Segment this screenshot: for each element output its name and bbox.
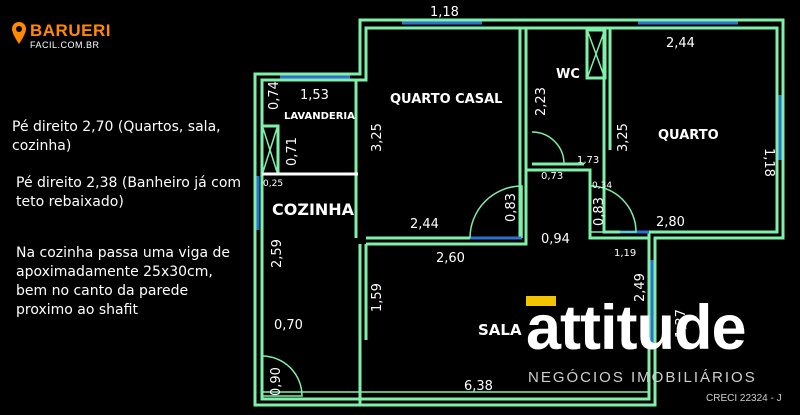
dim-label: 1,53 xyxy=(300,88,329,103)
door-swing-quarto xyxy=(589,185,637,233)
brand-subtitle: NEGÓCIOS IMOBILIÁRIOS xyxy=(528,369,757,386)
room-quarto: QUARTO xyxy=(658,128,719,143)
wall-wc-bottom xyxy=(526,168,649,240)
dim-label: 0,83 xyxy=(592,197,607,226)
dim-label: 1,73 xyxy=(577,155,599,166)
map-pin-icon xyxy=(12,22,26,44)
outer-wall-inner xyxy=(260,26,779,401)
dim-label: 0,83 xyxy=(504,193,519,222)
outer-wall xyxy=(253,18,785,407)
note-ceiling-height: Pé direito 2,70 (Quartos, sala, cozinha) xyxy=(12,119,221,154)
door-swing-wc xyxy=(531,131,565,165)
dim-label: 0,94 xyxy=(541,232,570,247)
dim-label: 2,44 xyxy=(666,36,695,51)
dim-label: 2,80 xyxy=(656,215,685,230)
dim-label: 2,23 xyxy=(534,87,549,116)
note-bathroom-ceiling: Pé direito 2,38 (Banheiro já com teto re… xyxy=(16,175,242,210)
room-sala: SALA xyxy=(478,321,522,339)
dim-label: 2,49 xyxy=(633,273,648,302)
dim-label: 0,90 xyxy=(269,367,284,396)
dim-label: 1,18 xyxy=(430,5,459,20)
barueri-logo: BARUERI FACIL.COM.BR xyxy=(12,22,111,50)
dim-label: 6,38 xyxy=(464,379,493,394)
note-kitchen-beam: Na cozinha passa uma viga de apoximadame… xyxy=(16,245,230,318)
door-swing-entrance xyxy=(261,355,303,397)
dim-label: 3,25 xyxy=(370,123,385,152)
logo-name: BARUERI xyxy=(30,21,111,40)
dim-label: 0,74 xyxy=(267,81,282,110)
dim-label: 2,59 xyxy=(270,239,285,268)
shaft-lav-cross xyxy=(262,127,278,173)
room-wc: WC xyxy=(556,67,580,82)
brand-creci: CRECI 22324 - J xyxy=(706,393,782,404)
dim-label: 0,70 xyxy=(274,318,303,333)
dim-label: 2,44 xyxy=(410,217,439,232)
dim-label: 0,73 xyxy=(541,171,563,182)
logo-sub: FACIL.COM.BR xyxy=(30,40,100,50)
dim-label: 3,25 xyxy=(616,123,631,152)
dim-label: 0,71 xyxy=(285,137,300,166)
wall-quartos-bottom-2 xyxy=(366,28,528,246)
room-cozinha: COZINHA xyxy=(272,200,355,219)
dim-label: 0,34 xyxy=(592,181,612,191)
shaft-wc-cross xyxy=(587,31,605,77)
dim-label: 2,60 xyxy=(436,251,465,266)
dim-label: 1,59 xyxy=(370,283,385,312)
dim-label: 1,37 xyxy=(674,309,689,338)
room-lavanderia: LAVANDERIA xyxy=(284,111,355,122)
shaft-wc xyxy=(585,28,607,80)
brand-accent-bar xyxy=(526,296,556,306)
dim-label: 1,18 xyxy=(761,148,776,177)
brand-logo-word: attitude xyxy=(526,293,746,363)
dim-label: 0,25 xyxy=(263,179,283,189)
door-swing-casal xyxy=(469,185,523,239)
room-quarto-casal: QUARTO CASAL xyxy=(390,92,502,107)
dim-label: 1,19 xyxy=(614,248,636,259)
wall-sala-left xyxy=(358,244,368,405)
